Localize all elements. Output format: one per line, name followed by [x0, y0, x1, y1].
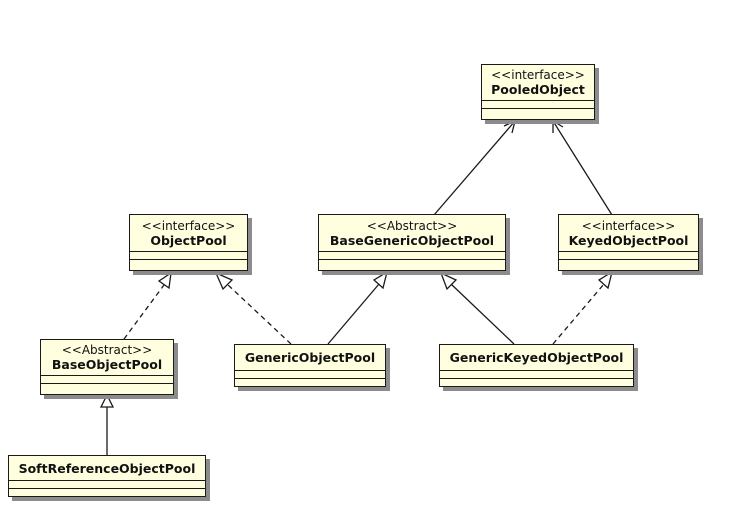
edge-keyedobjectpool-to-pooledobject: [552, 120, 613, 216]
edge-generickeyed-to-basegeneric: [450, 283, 515, 345]
hollow-triangle: [99, 393, 115, 408]
operations-compartment: [440, 379, 633, 386]
hollow-triangle: [157, 271, 172, 290]
stereotype-label: <<interface>>: [491, 68, 585, 82]
class-name: BaseGenericObjectPool: [329, 232, 495, 248]
attributes-compartment: [9, 481, 205, 489]
attributes-compartment: [559, 252, 698, 260]
operations-compartment: [235, 379, 385, 386]
class-name: KeyedObjectPool: [568, 232, 689, 248]
class-name: ObjectPool: [150, 232, 227, 248]
edge-genericobjectpool-to-objectpool: [226, 283, 292, 345]
class-box-pooled-object[interactable]: <<interface>> PooledObject: [481, 64, 595, 120]
edge-baseobjectpool-to-objectpool: [123, 284, 165, 340]
class-box-keyed-object-pool[interactable]: <<interface>> KeyedObjectPool: [558, 214, 699, 271]
class-box-base-generic-object-pool[interactable]: <<Abstract>> BaseGenericObjectPool: [318, 214, 506, 271]
hollow-triangle: [214, 271, 234, 291]
edge-generickeyed-to-keyedobjectpool: [552, 283, 605, 345]
hollow-triangle: [439, 271, 458, 291]
class-name: GenericKeyedObjectPool: [449, 350, 624, 365]
class-box-generic-object-pool[interactable]: GenericObjectPool: [234, 344, 386, 387]
edge-genericobjectpool-to-basegeneric: [327, 283, 380, 345]
stereotype-label: <<interface>>: [581, 218, 676, 233]
attributes-compartment: [235, 371, 385, 379]
class-name: BaseObjectPool: [51, 357, 163, 372]
edge-basegeneric-to-pooledobject: [433, 120, 516, 216]
stereotype-label: <<Abstract>>: [366, 218, 458, 233]
attributes-compartment: [41, 376, 173, 384]
operations-compartment: [9, 489, 205, 496]
class-box-generic-keyed-object-pool[interactable]: GenericKeyedObjectPool: [439, 344, 634, 387]
class-name: PooledObject: [491, 82, 585, 97]
operations-compartment: [559, 260, 698, 270]
class-box-soft-reference-object-pool[interactable]: SoftReferenceObjectPool: [8, 455, 206, 497]
class-box-object-pool[interactable]: <<interface>> ObjectPool: [129, 214, 248, 271]
class-name: GenericObjectPool: [244, 350, 376, 365]
class-name: SoftReferenceObjectPool: [18, 460, 196, 476]
attributes-compartment: [319, 252, 505, 260]
operations-compartment: [482, 109, 594, 119]
hollow-triangle: [372, 270, 389, 290]
stereotype-label: <<interface>>: [141, 218, 236, 233]
hollow-triangle: [597, 270, 614, 290]
open-arrowhead: [503, 119, 516, 134]
operations-compartment: [41, 384, 173, 394]
stereotype-label: <<Abstract>>: [61, 343, 153, 357]
attributes-compartment: [440, 371, 633, 379]
operations-compartment: [319, 260, 505, 270]
operations-compartment: [130, 260, 247, 270]
class-box-base-object-pool[interactable]: <<Abstract>> BaseObjectPool: [40, 339, 174, 395]
attributes-compartment: [130, 252, 247, 260]
open-arrowhead: [552, 119, 564, 133]
attributes-compartment: [482, 101, 594, 109]
